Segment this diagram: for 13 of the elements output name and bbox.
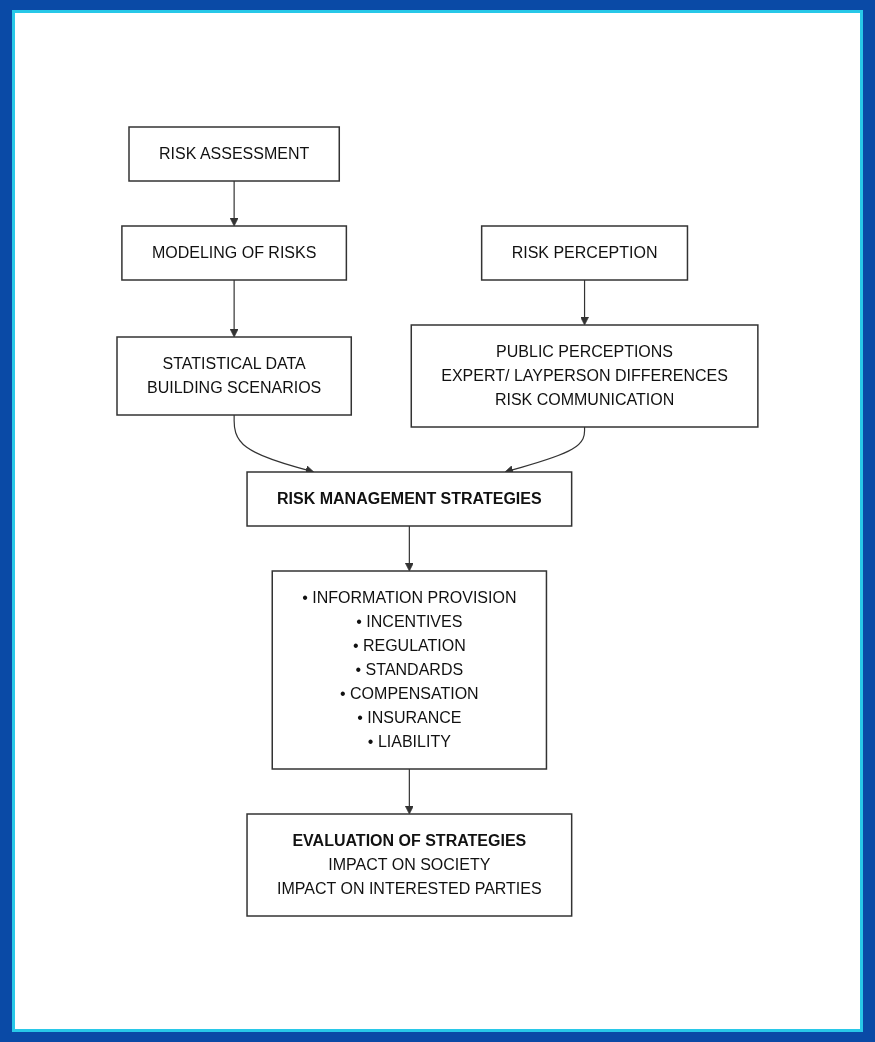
arrow (405, 524, 414, 571)
arrow (229, 278, 239, 337)
node-box: • INFORMATION PROVISION • INCENTIVES • REGULATION • STANDARDS • COMPENSATION • INSURANCE • LIABILITY (271, 569, 548, 770)
node-box: MODELING OF RISKS (121, 224, 348, 281)
node-box: RISK MANAGEMENT STRATEGIES (246, 470, 573, 527)
node-box: RISK ASSESSMENT (128, 125, 341, 182)
arrow (580, 278, 590, 325)
arrow (229, 179, 239, 226)
node-box: RISK PERCEPTION (480, 224, 689, 281)
arrow (405, 767, 414, 814)
node-box: STATISTICAL DATA BUILDING SCENARIOS (116, 335, 353, 416)
node-box: PUBLIC PERCEPTIONS EXPERT/ LAYPERSON DIFFERENCES RISK COMMUNICATION (410, 323, 759, 428)
node-box: EVALUATION OF STRATEGIES IMPACT ON SOCIETY IMPACT ON INTERESTED PARTIES (246, 812, 573, 917)
